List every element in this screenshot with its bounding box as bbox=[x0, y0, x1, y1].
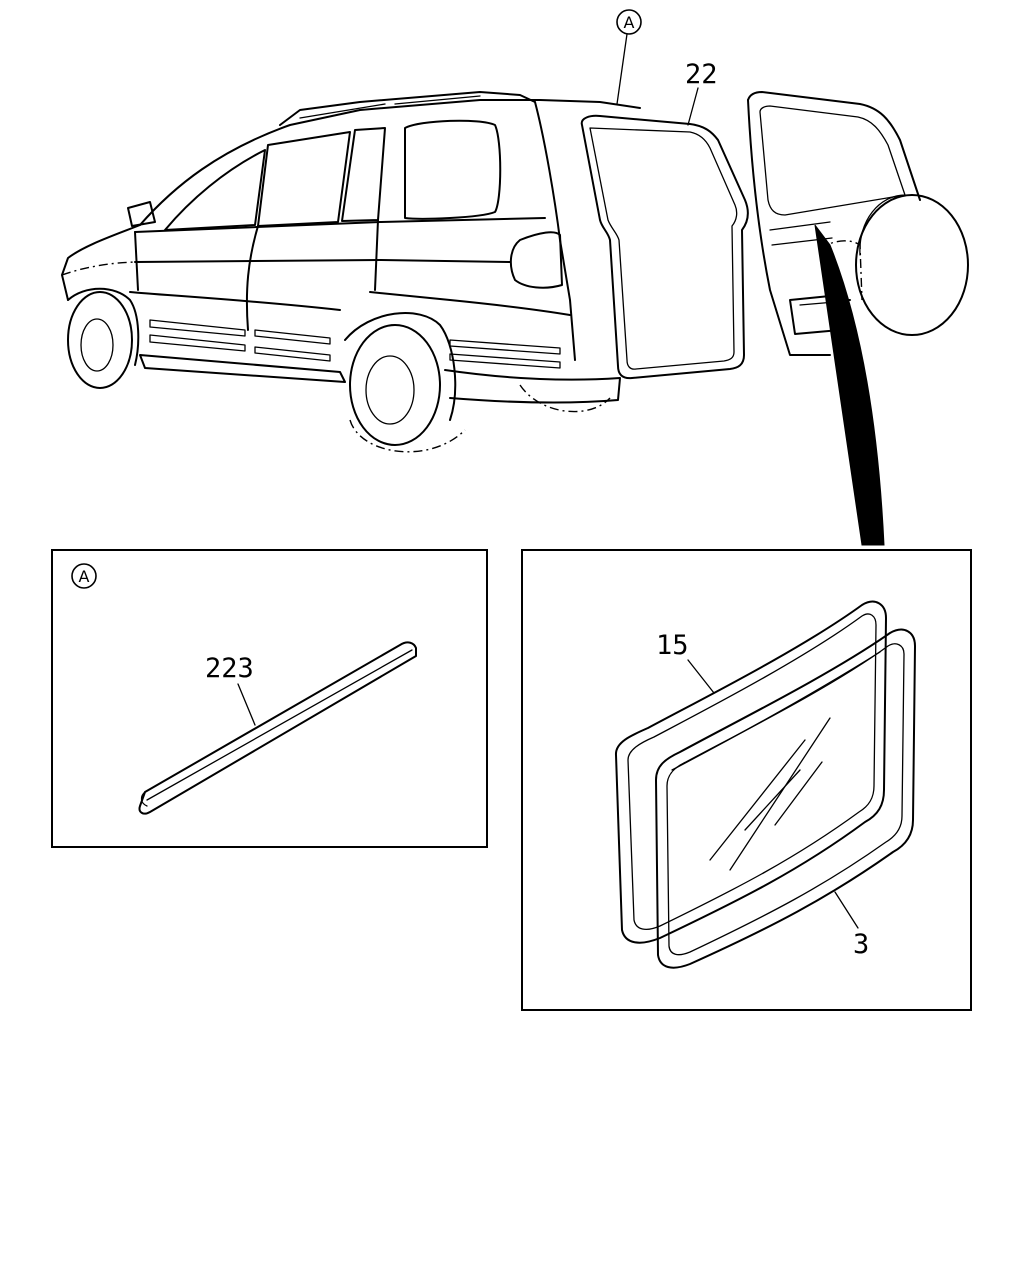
detail-box-a: A 223 bbox=[51, 549, 488, 848]
detail-a-label: A bbox=[79, 567, 90, 586]
glass-pane-3 bbox=[655, 628, 916, 969]
callout-3-label: 3 bbox=[853, 929, 869, 960]
rear-door-open bbox=[747, 91, 969, 356]
roof-molding-223 bbox=[138, 641, 417, 815]
callout-223-label: 223 bbox=[205, 653, 254, 684]
vehicle-illustration bbox=[61, 91, 641, 453]
callout-22-label: 22 bbox=[685, 59, 718, 90]
callout-a-top-label: A bbox=[624, 13, 635, 32]
callout-a-top: A bbox=[616, 9, 642, 105]
callout-22: 22 bbox=[685, 59, 718, 126]
door-weatherstrip-22 bbox=[580, 114, 749, 380]
detail-box-glass: 15 3 bbox=[521, 549, 972, 1011]
callout-15-label: 15 bbox=[656, 630, 689, 661]
detail-pointer bbox=[814, 224, 885, 546]
glass-weatherstrip-15 bbox=[614, 600, 887, 944]
